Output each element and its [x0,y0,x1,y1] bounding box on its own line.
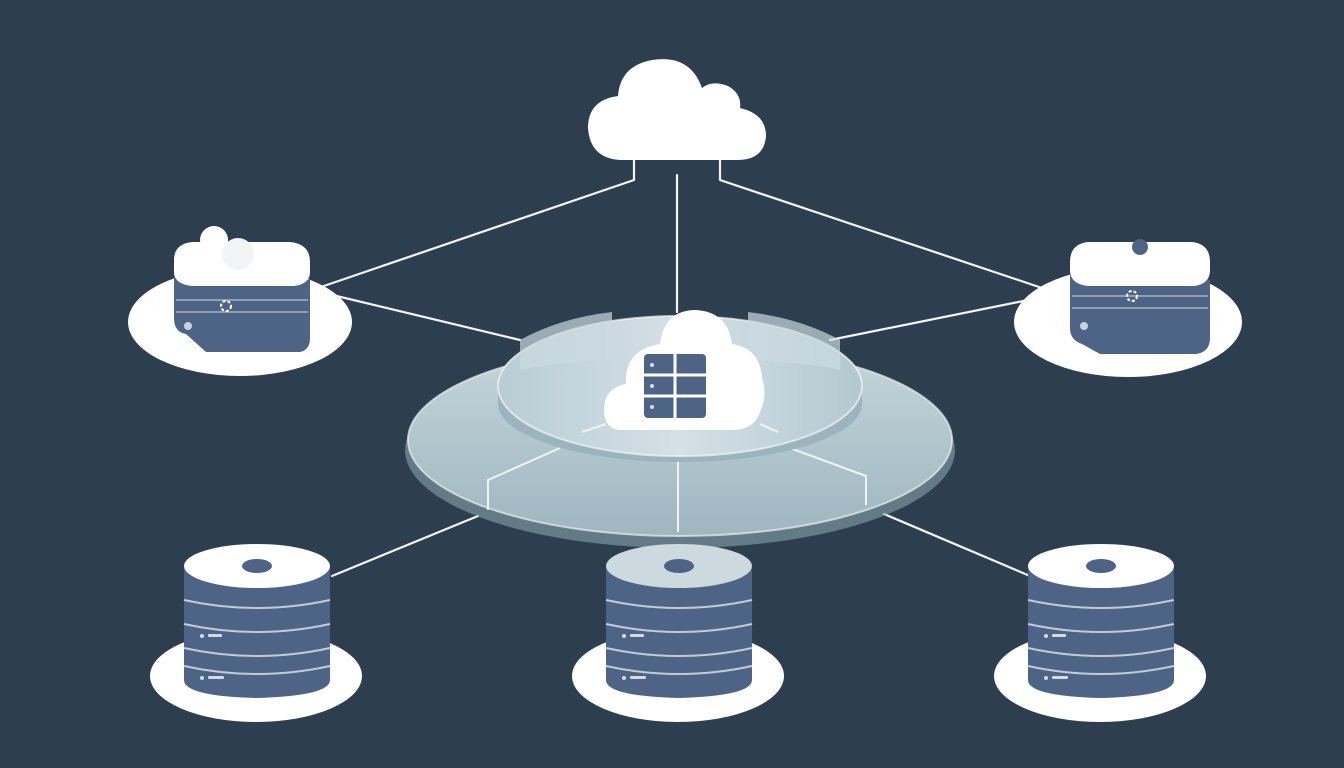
status-dot [1080,322,1088,330]
link-router-left-hub [318,290,522,342]
database-server-icon [183,544,331,698]
link-cloud-router-left [316,158,636,290]
cloud-server-icon [604,310,765,430]
link-hub-db-right [882,512,1032,578]
router-right [1014,239,1242,377]
router-left [128,226,352,376]
link-router-right-hub [828,294,1050,342]
db-left [150,544,362,722]
platform-divider-lines [487,447,867,532]
cloud-icon [588,59,766,160]
database-server-icon [1027,544,1175,698]
link-cloud-router-right [718,158,1050,292]
status-dot [184,322,192,330]
router-icon [1070,239,1210,354]
link-hub-db-left [330,514,480,578]
db-right [994,544,1206,722]
connection-lines [316,158,1050,578]
platform-top-back-wall [748,312,840,370]
database-server-icon [605,544,753,698]
platform-top-back-wall [520,312,612,370]
db-center [572,544,784,722]
router-icon [174,226,310,352]
